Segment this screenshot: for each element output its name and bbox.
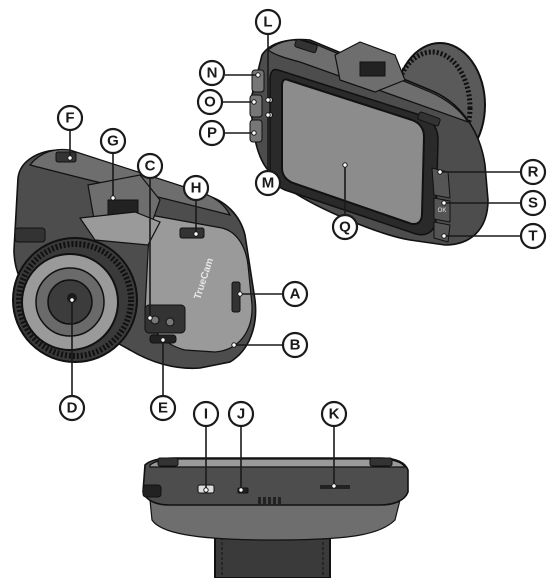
leader-lines bbox=[69, 35, 520, 490]
callout-f-label: F bbox=[65, 110, 74, 127]
callout-e-label: E bbox=[158, 400, 168, 417]
callout-a-label: A bbox=[290, 286, 301, 303]
callout-d-label: D bbox=[67, 400, 78, 417]
bottom-top-edge bbox=[149, 458, 407, 468]
mount-foot bbox=[78, 211, 161, 246]
callout-e: E bbox=[149, 394, 177, 422]
button-r bbox=[431, 167, 451, 199]
side-port-a bbox=[231, 281, 241, 313]
button-t bbox=[433, 221, 451, 243]
front-view-camera: TrueCam bbox=[12, 148, 257, 370]
callout-n: N bbox=[198, 59, 226, 87]
callout-m-label: M bbox=[262, 175, 275, 192]
callout-c: C bbox=[136, 152, 164, 180]
callout-i: I bbox=[192, 400, 220, 428]
callout-d: D bbox=[58, 394, 86, 422]
callout-k: K bbox=[320, 400, 348, 428]
bottom-skirt bbox=[149, 499, 401, 541]
callout-g-label: G bbox=[107, 133, 119, 150]
lens-knurl-ring bbox=[16, 241, 134, 359]
callout-a: A bbox=[281, 280, 309, 308]
bottom-right-clip bbox=[369, 457, 393, 467]
callout-s: S bbox=[519, 189, 547, 217]
callout-o: O bbox=[196, 88, 224, 116]
top-button-f bbox=[55, 151, 77, 163]
rear-top-button-2 bbox=[294, 38, 318, 54]
callout-f: F bbox=[56, 104, 84, 132]
callout-t-label: T bbox=[528, 228, 537, 245]
callout-j-label: J bbox=[237, 406, 245, 423]
callout-h: H bbox=[182, 174, 210, 202]
callout-r: R bbox=[519, 158, 547, 186]
button-p bbox=[249, 119, 263, 143]
callout-r-label: R bbox=[528, 164, 539, 181]
top-button-h bbox=[179, 227, 205, 239]
callout-t: T bbox=[519, 222, 547, 250]
ir-sensor-panel bbox=[144, 304, 186, 334]
callout-l-label: L bbox=[263, 14, 272, 31]
bottom-left-end bbox=[142, 484, 162, 498]
callout-p-label: P bbox=[207, 125, 217, 142]
leader-dots bbox=[67, 72, 447, 493]
callout-p: P bbox=[198, 119, 226, 147]
callout-l: L bbox=[254, 8, 282, 36]
front-left-vents bbox=[14, 227, 46, 243]
ir-led-2 bbox=[165, 317, 175, 327]
callout-i-label: I bbox=[204, 406, 208, 423]
callout-h-label: H bbox=[191, 180, 202, 197]
callout-o-label: O bbox=[204, 94, 216, 111]
rear-view-camera: OK bbox=[249, 38, 489, 246]
callout-b: B bbox=[281, 331, 309, 359]
callout-s-label: S bbox=[528, 195, 538, 212]
callout-j: J bbox=[227, 400, 255, 428]
callout-g: G bbox=[99, 127, 127, 155]
callout-q: Q bbox=[331, 213, 359, 241]
rear-top-button bbox=[417, 111, 441, 127]
lcd-screen bbox=[281, 78, 426, 225]
callout-n-label: N bbox=[207, 65, 218, 82]
callout-q-label: Q bbox=[339, 219, 351, 236]
bottom-view-camera bbox=[142, 457, 409, 578]
speaker-grille bbox=[258, 497, 281, 505]
bottom-left-clip bbox=[157, 457, 179, 467]
rear-mount-slot bbox=[359, 61, 386, 77]
callout-m: M bbox=[254, 169, 282, 197]
callout-b-label: B bbox=[290, 337, 301, 354]
button-o bbox=[249, 94, 263, 118]
callout-k-label: K bbox=[329, 406, 340, 423]
ok-label: OK bbox=[438, 208, 447, 214]
callout-c-label: C bbox=[145, 158, 156, 175]
